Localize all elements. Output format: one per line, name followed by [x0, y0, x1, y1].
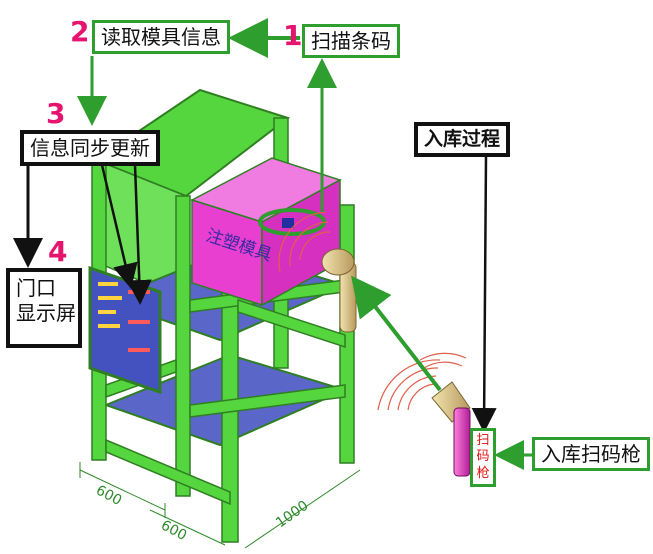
barcode-tag: [282, 218, 294, 228]
rack-post: [175, 195, 191, 497]
dimension-600-a: 600: [93, 482, 124, 509]
label-door-display-line2: 显示屏: [16, 301, 76, 325]
rack-beam: [237, 298, 346, 349]
step-number-2: 2: [70, 15, 90, 48]
scan-waves-box: [278, 211, 331, 273]
arrow-sync-to-screen-b: [126, 164, 152, 305]
scanner-char: 扫: [476, 433, 490, 448]
rack-beam: [105, 438, 231, 506]
rack-beam: [189, 384, 346, 418]
arrow-sync-to-screen-a: [100, 164, 138, 289]
dimension-1000: 1000: [273, 498, 311, 532]
dimension-600-b: 600: [158, 517, 189, 544]
scanner-body-text: 扫 码 枪: [470, 428, 496, 487]
handheld-scanner: [377, 352, 471, 477]
step-number-3: 3: [46, 97, 66, 130]
dimension-lines: [79, 462, 361, 549]
step-number-4: 4: [48, 235, 68, 268]
label-door-display-line1: 门口: [16, 276, 56, 300]
label-info-sync: 信息同步更新: [20, 130, 160, 166]
step-number-1: 1: [283, 19, 303, 52]
label-scan-barcode: 扫描条码: [302, 24, 400, 58]
label-door-display: 门口 显示屏: [6, 268, 82, 348]
arrow-gun-to-scanner: [351, 275, 442, 392]
label-inbound-scanner: 入库扫码枪: [532, 437, 650, 471]
label-inbound-process: 入库过程: [414, 122, 511, 157]
scan-waves-gun: [377, 352, 467, 411]
arrow-process-to-gun: [471, 155, 497, 433]
label-read-mold-info: 读取模具信息: [92, 20, 230, 54]
scanner-char: 码: [476, 449, 490, 465]
scanner-char: 枪: [476, 465, 490, 481]
